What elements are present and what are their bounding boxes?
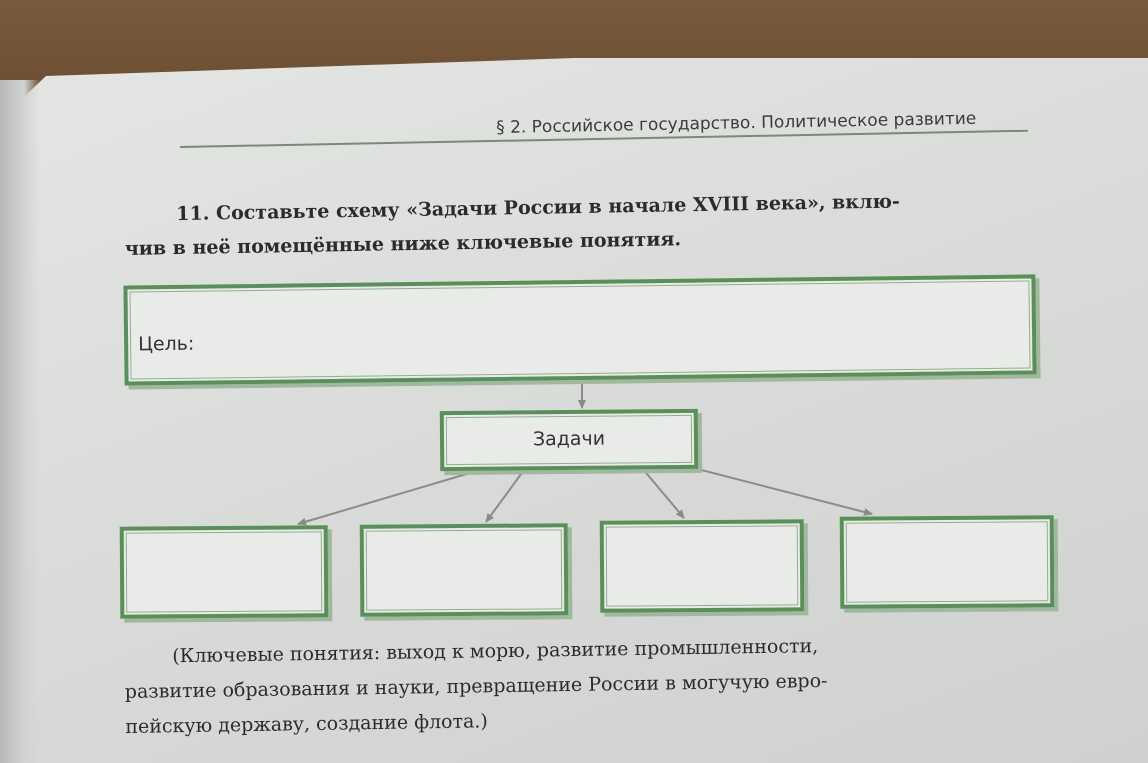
tasks-box[interactable]: Задачи	[439, 408, 699, 472]
task-number: 11.	[176, 202, 210, 226]
key-concepts: (Ключевые понятия: выход к морю, развити…	[124, 625, 1066, 745]
goal-box[interactable]: Цель:	[123, 274, 1037, 386]
key-concepts-line3: пейскую державу, создание флота.)	[125, 710, 488, 738]
task-answer-box-3[interactable]	[599, 519, 805, 613]
key-concepts-line1: (Ключевые понятия: выход к морю, развити…	[172, 635, 819, 668]
book-spine-shadow	[0, 80, 40, 763]
tasks-label: Задачи	[532, 427, 606, 451]
task-answer-box-2[interactable]	[359, 523, 569, 617]
goal-label: Цель:	[138, 332, 195, 356]
task-text-line2: чив в неё помещённые ниже ключевые понят…	[124, 228, 682, 260]
task-answer-box-4[interactable]	[839, 515, 1055, 609]
key-concepts-line2: развитие образования и науки, превращени…	[124, 669, 828, 703]
task-answer-box-1[interactable]	[119, 525, 329, 619]
task-text-line1: Составьте схему «Задачи России в начале …	[215, 190, 900, 225]
